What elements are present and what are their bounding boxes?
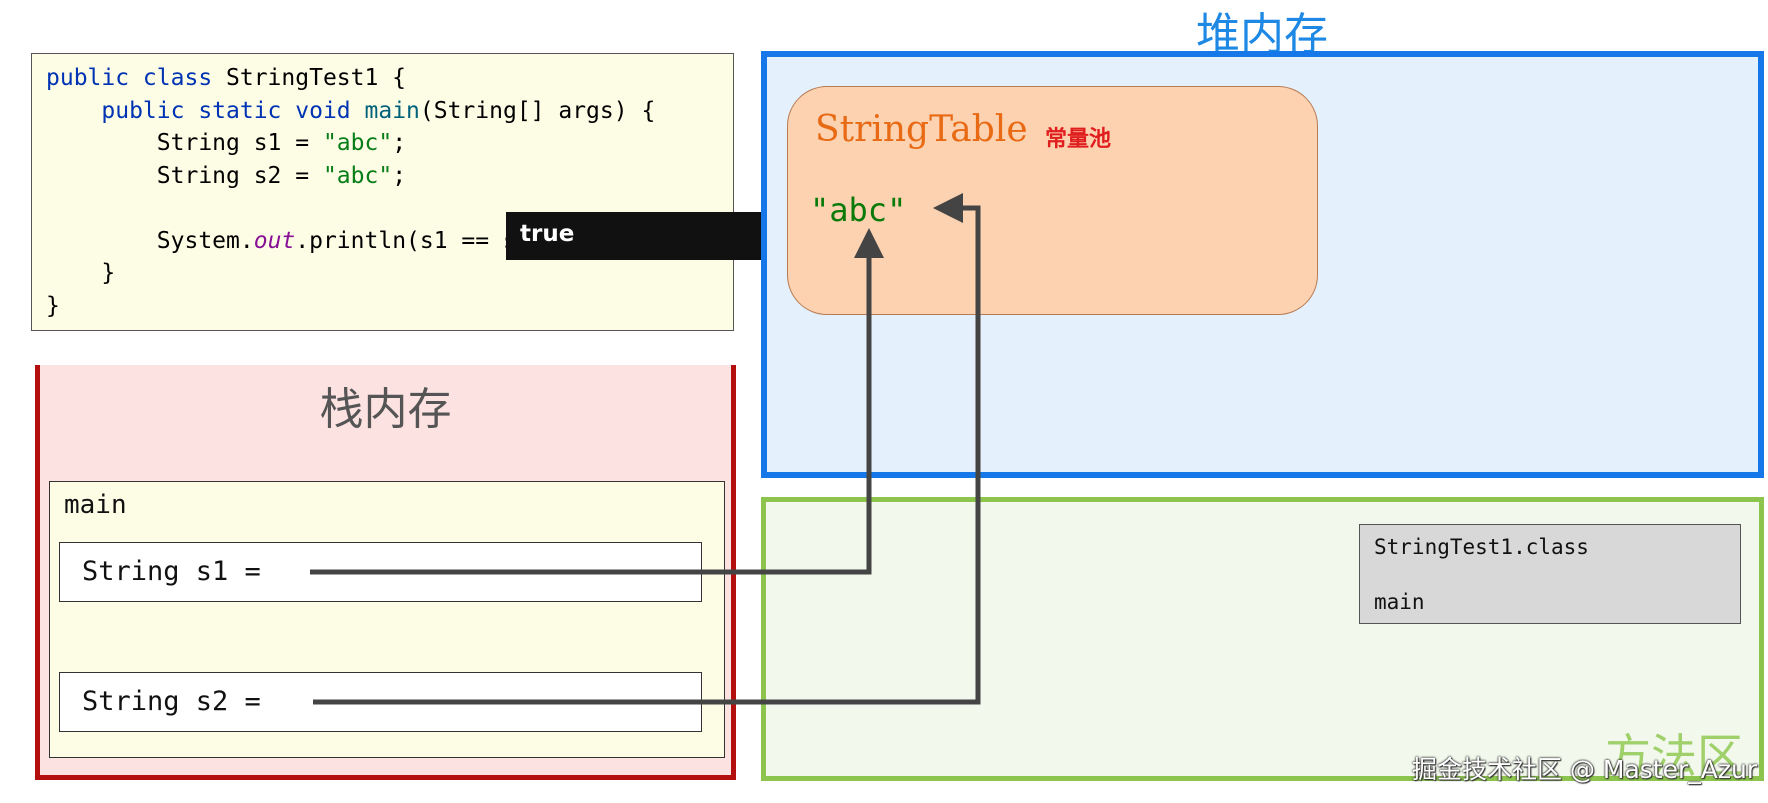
arrow-s2-to-abc [313, 193, 981, 705]
variable-s1-label: String s1 = [82, 556, 261, 587]
method-area-title: 方法区 [1605, 729, 1743, 783]
code-token: String s2 = [46, 162, 323, 189]
class-method: main [1374, 590, 1425, 614]
code-token: "abc" [322, 162, 393, 189]
string-literal-abc: "abc" [810, 191, 907, 229]
code-line: public static void main(String[] args) { [46, 95, 655, 128]
code-token: ; [392, 162, 407, 189]
string-table-subtitle: 常量池 [1045, 127, 1112, 152]
watermark: 掘金技术社区 @ Master_Azur [1412, 755, 1758, 784]
code-token: } [46, 292, 60, 319]
code-token: (String[] args) { [419, 97, 656, 124]
class-info-box: StringTest1.class main [1359, 524, 1741, 624]
code-token: "abc" [322, 130, 393, 156]
code-token: ; [392, 130, 407, 156]
output-tooltip: true [506, 212, 762, 260]
code-line: String s1 = "abc"; [46, 127, 655, 160]
code-token: public class [46, 65, 227, 91]
code-listing: public class StringTest1 { public static… [46, 62, 655, 322]
code-token: String s1 = [46, 130, 323, 156]
stack-title: 栈内存 [319, 384, 452, 435]
code-token: out [253, 227, 296, 254]
code-line: String s2 = "abc"; [46, 160, 655, 193]
stack-memory-region: 栈内存 main String s1 = String s2 = [35, 365, 736, 780]
string-table-title: StringTable [815, 109, 1028, 150]
code-token: public static void [101, 97, 365, 124]
code-token: } [46, 260, 116, 286]
class-name: StringTest1.class [1374, 535, 1589, 559]
code-line: } [46, 290, 655, 323]
code-panel: public class StringTest1 { public static… [31, 53, 762, 331]
code-token: System. [46, 227, 254, 254]
frame-label: main [64, 490, 127, 520]
variable-s2-label: String s2 = [82, 686, 261, 717]
code-line: public class StringTest1 { [46, 62, 655, 95]
code-token: StringTest1 { [226, 65, 407, 91]
code-line: } [46, 257, 655, 290]
arrow-s1-to-abc [310, 228, 884, 575]
string-table-pool: StringTable 常量池 "abc" [787, 86, 1318, 315]
code-token: main [364, 97, 420, 124]
